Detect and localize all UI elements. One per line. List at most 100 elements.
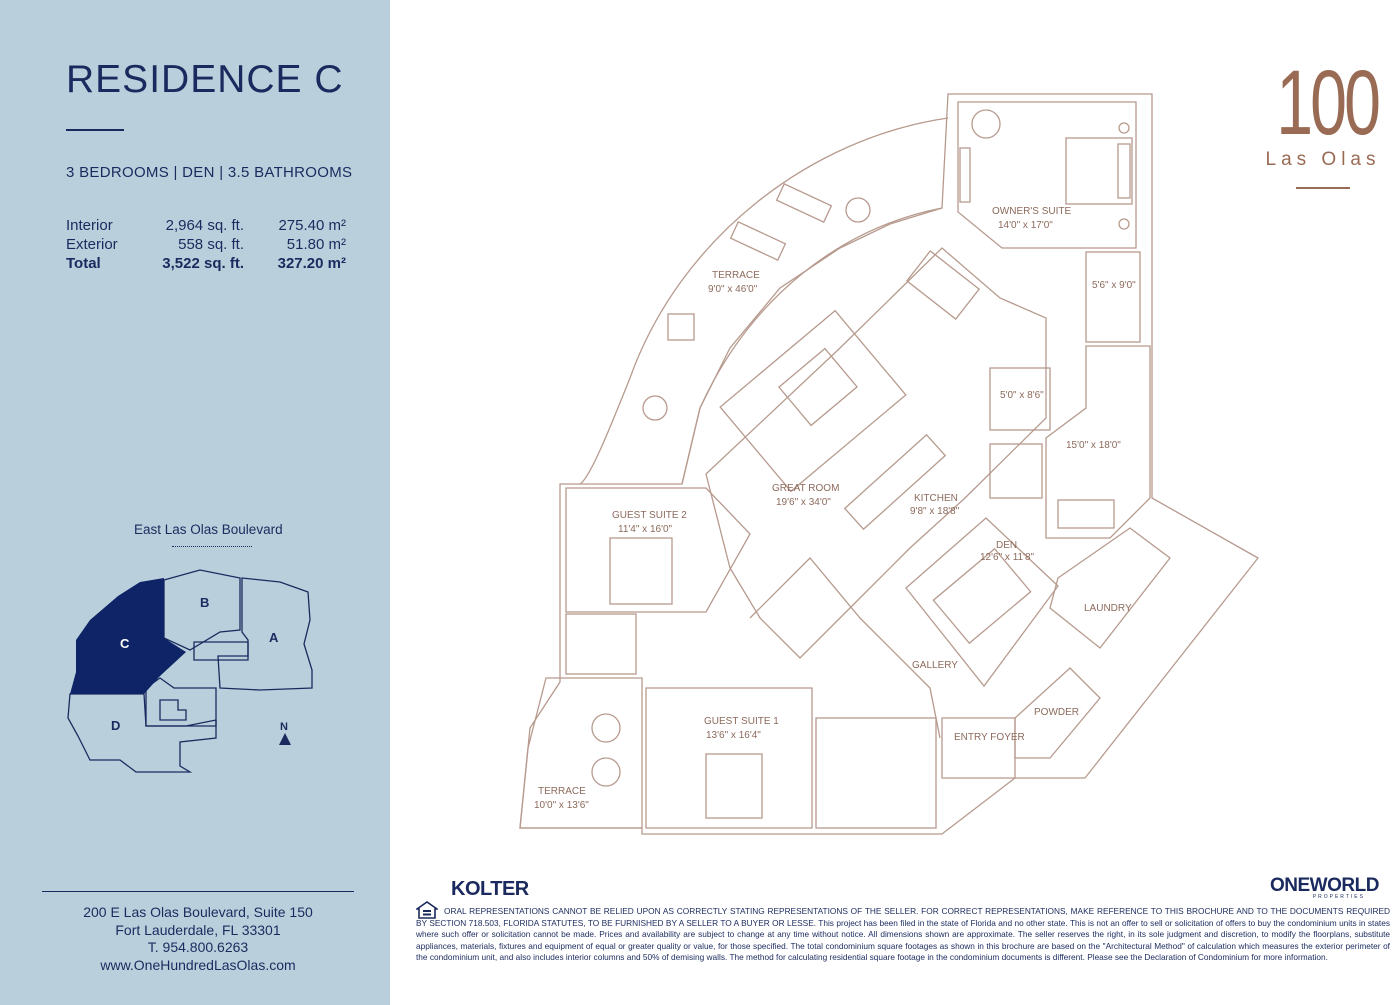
- brand-logo: 100 Las Olas: [1258, 55, 1388, 189]
- den-walls: [905, 517, 1059, 688]
- den-sofa: [932, 547, 1032, 645]
- terrace-table: [667, 313, 695, 341]
- footer-divider: [42, 891, 354, 892]
- guest-1-bed: [705, 753, 763, 819]
- owners-dresser: [959, 147, 971, 203]
- shower: [989, 443, 1043, 499]
- unit-label-a: A: [269, 630, 279, 645]
- unit-b-outline: [163, 569, 241, 651]
- unit-c-highlight: [70, 578, 186, 694]
- north-arrow-icon: [279, 733, 291, 745]
- area-sqm: 275.40 m²: [278, 217, 346, 234]
- unit-label-b: B: [200, 595, 209, 610]
- bathtub: [1057, 499, 1115, 529]
- gallery-wall: [749, 557, 941, 739]
- den-dim: 12'6" x 11'8": [980, 552, 1035, 563]
- kolter-logo: KOLTER: [451, 878, 529, 900]
- entry-foyer-walls: [941, 717, 1016, 779]
- guest-suite-2-dim: 11'4" x 16'0": [618, 524, 673, 535]
- unit-label-c: C: [120, 636, 130, 651]
- kitchen-island: [843, 433, 947, 531]
- owners-bath-dim: 15'0" x 18'0": [1066, 440, 1121, 451]
- guest-1-bath: [815, 717, 937, 829]
- owners-bath: [1045, 345, 1151, 539]
- guest-2-bed: [609, 537, 673, 605]
- oneworld-subtitle: PROPERTIES: [1312, 894, 1365, 900]
- page-title: RESIDENCE C: [66, 58, 344, 101]
- great-room-label: GREAT ROOM: [772, 483, 839, 494]
- sidebar: RESIDENCE C 3 BEDROOMS | DEN | 3.5 BATHR…: [0, 0, 390, 1005]
- area-table: Interior 2,964 sq. ft. 275.40 m² Exterio…: [66, 216, 356, 273]
- owners-suite-dim: 14'0" x 17'0": [998, 220, 1053, 231]
- brand-divider: [1296, 187, 1350, 189]
- great-room-wall: [705, 247, 1047, 659]
- area-label: Exterior: [66, 236, 118, 253]
- area-row-total: Total 3,522 sq. ft. 327.20 m²: [66, 254, 356, 273]
- north-label: N: [280, 721, 288, 733]
- title-divider: [66, 129, 124, 131]
- unit-a-outline: [217, 577, 313, 691]
- owners-nightstand-lamp: [1118, 122, 1130, 134]
- area-sqft: 2,964 sq. ft.: [165, 217, 244, 234]
- area-sqm: 51.80 m²: [286, 236, 346, 253]
- address-line-1: 200 E Las Olas Boulevard, Suite 150: [83, 904, 313, 920]
- area-sqm: 327.20 m²: [277, 255, 346, 272]
- owners-nightstand-lamp: [1118, 218, 1130, 230]
- area-sqft: 558 sq. ft.: [178, 236, 244, 253]
- guest-suite-1-label: GUEST SUITE 1: [704, 716, 779, 727]
- website-link[interactable]: www.OneHundredLasOlas.com: [100, 956, 296, 973]
- address-line-2: Fort Lauderdale, FL 33301: [115, 921, 281, 938]
- area-label: Total: [66, 255, 101, 272]
- closet-2: [989, 367, 1051, 431]
- unit-d-outline: [67, 693, 217, 773]
- terrace-lounger: [775, 182, 833, 224]
- entry-foyer-label: ENTRY FOYER: [954, 732, 1025, 743]
- guest-suite-2-walls: [565, 487, 751, 613]
- closet-dim: 5'6" x 9'0": [1092, 280, 1136, 291]
- oneworld-logo: ONEWORLD PROPERTIES: [1270, 875, 1379, 900]
- core-detail: [159, 699, 187, 721]
- phone-number: T. 954.800.6263: [147, 939, 249, 955]
- guest-suite-1-dim: 13'6" x 16'4": [706, 730, 761, 741]
- terrace-bottom-dim: 10'0" x 13'6": [534, 800, 589, 811]
- core-outline: [145, 677, 217, 727]
- unit-label-d: D: [111, 718, 120, 733]
- residence-subtitle: 3 BEDROOMS | DEN | 3.5 BATHROOMS: [66, 164, 353, 181]
- guest-2-bath: [565, 613, 637, 675]
- owners-bed-pillow: [1117, 143, 1131, 199]
- contact-block: 200 E Las Olas Boulevard, Suite 150 Fort…: [42, 904, 354, 974]
- den-label: DEN: [996, 540, 1017, 551]
- guest-suite-2-label: GUEST SUITE 2: [612, 510, 687, 521]
- terrace-arc-inner: [681, 207, 943, 485]
- exterior-wall: [519, 93, 1259, 835]
- terrace-chair: [591, 757, 621, 787]
- gallery-label: GALLERY: [912, 660, 958, 671]
- area-row-exterior: Exterior 558 sq. ft. 51.80 m²: [66, 235, 356, 254]
- owners-suite-label: OWNER'S SUITE: [992, 206, 1071, 217]
- terrace-arc: [579, 117, 949, 485]
- owners-bed: [1065, 137, 1133, 205]
- terrace-top-label: TERRACE: [712, 270, 760, 281]
- bottom-terrace-walls: [519, 677, 643, 829]
- dining-table: [905, 250, 981, 320]
- closet-1: [1085, 251, 1141, 343]
- terrace-lounger: [729, 220, 787, 262]
- laundry-walls: [1049, 527, 1171, 649]
- terrace-top-dim: 9'0" x 46'0": [708, 284, 758, 295]
- equal-housing-icon: [416, 901, 438, 919]
- terrace-chair: [591, 713, 621, 743]
- owners-chair: [971, 109, 1001, 139]
- legal-disclaimer: ORAL REPRESENTATIONS CANNOT BE RELIED UP…: [416, 906, 1390, 962]
- floor-plan: OWNER'S SUITE 14'0" x 17'0" 5'6" x 9'0" …: [519, 93, 1259, 835]
- kitchen-dim: 9'8" x 18'8": [910, 506, 960, 517]
- owners-suite-walls: [957, 101, 1137, 249]
- brand-name: Las Olas: [1265, 149, 1381, 170]
- brand-number: 100: [1276, 52, 1381, 154]
- column-icon: [845, 197, 871, 223]
- closet-2-dim: 5'0" x 8'6": [1000, 390, 1044, 401]
- area-sqft: 3,522 sq. ft.: [162, 255, 244, 272]
- laundry-label: LAUNDRY: [1084, 603, 1132, 614]
- coffee-table: [778, 347, 858, 427]
- oneworld-wordmark: ONEWORLD: [1270, 875, 1379, 896]
- sofa: [719, 309, 907, 493]
